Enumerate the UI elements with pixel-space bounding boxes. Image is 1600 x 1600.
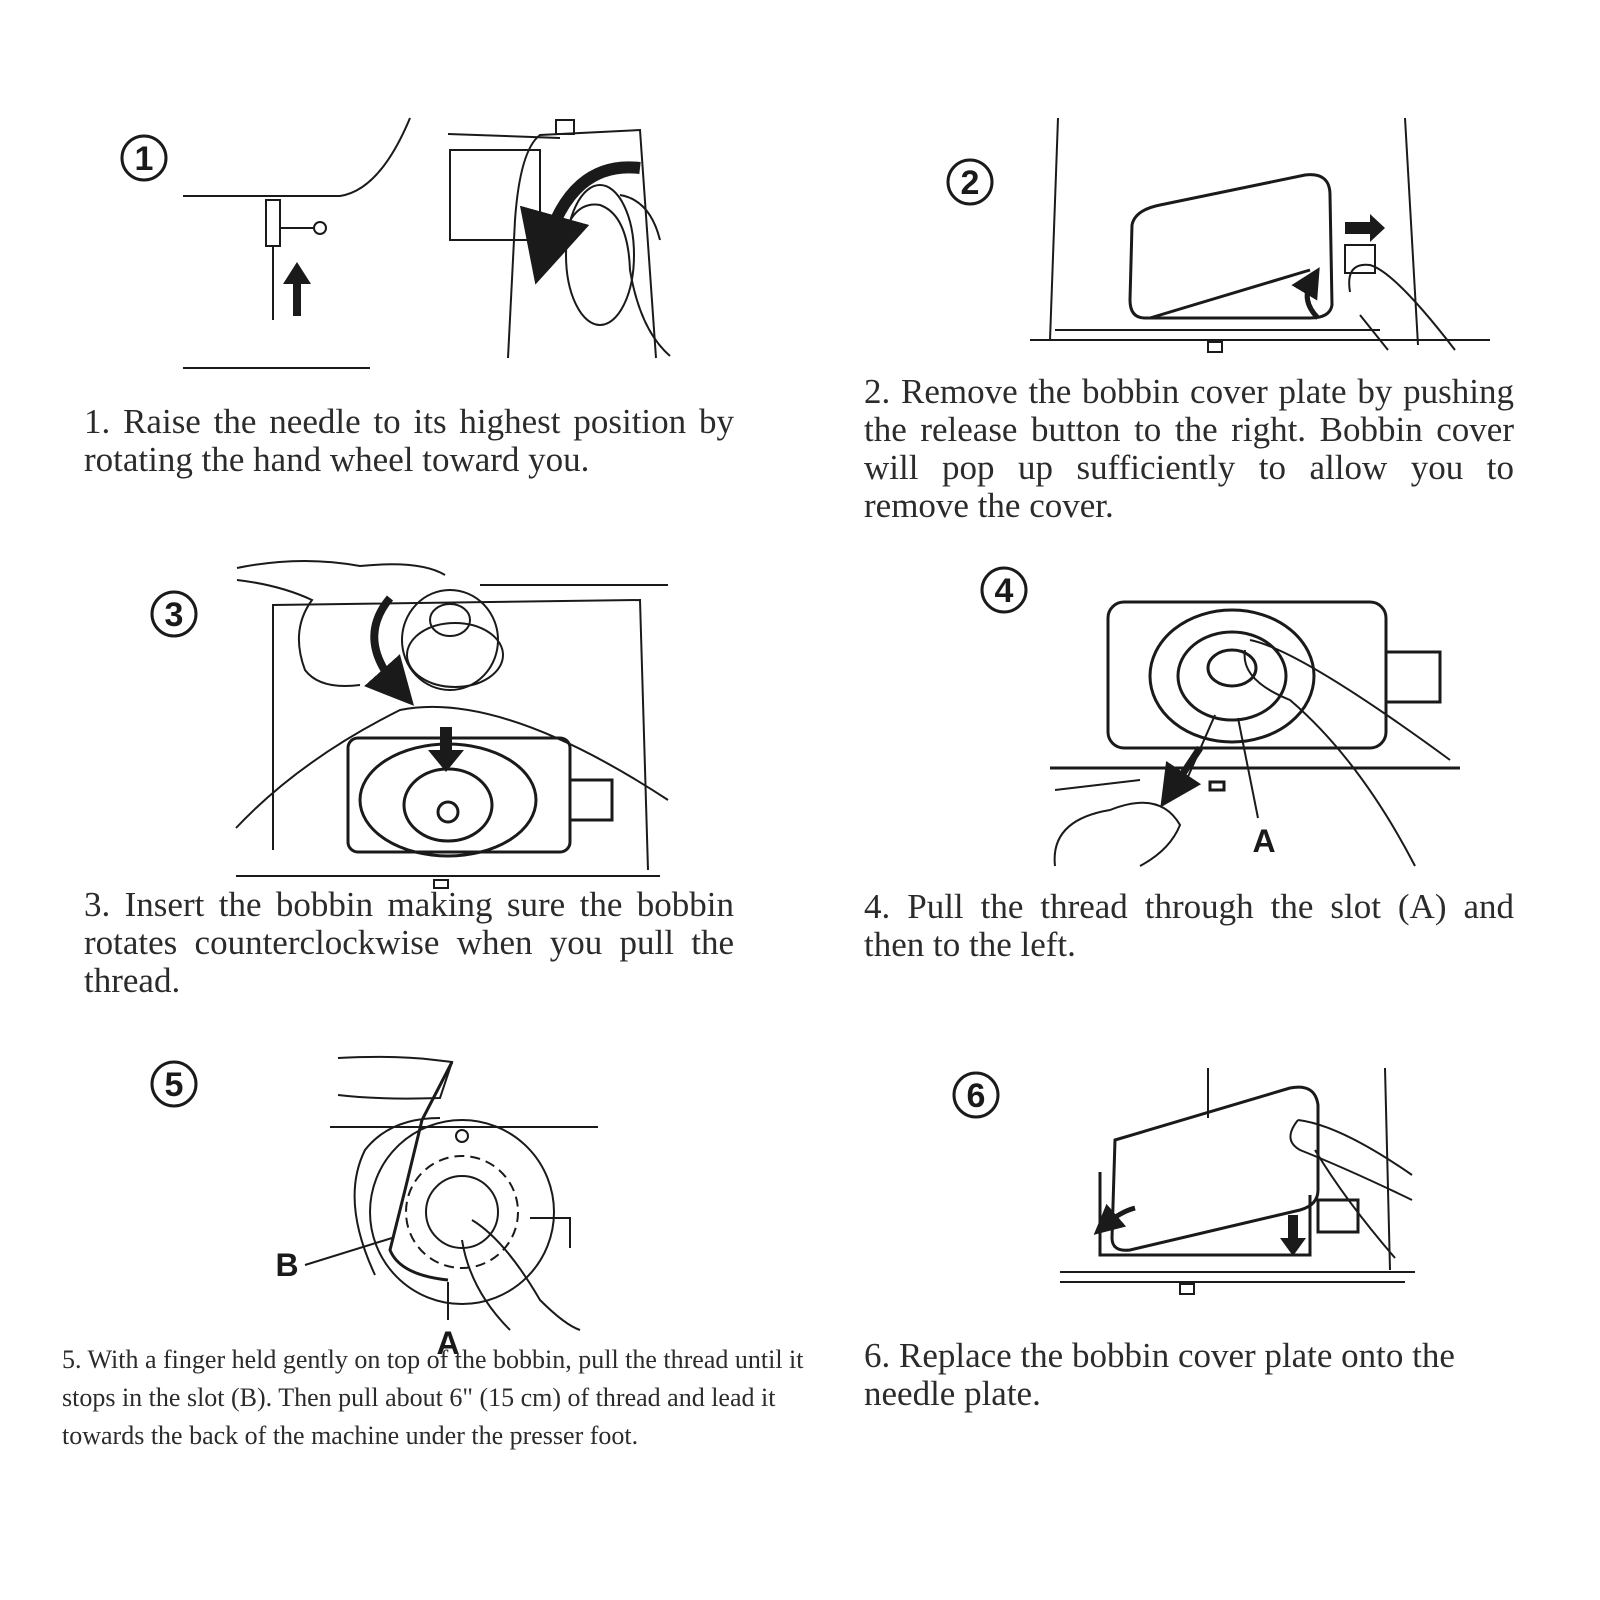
- step-3-number-badge: 3: [150, 590, 198, 638]
- step-2-caption: 2. Remove the bobbin cover plate by push…: [864, 372, 1514, 525]
- bobbin-drawing: [353, 1117, 571, 1305]
- step-6-caption: 6. Replace the bobbin cover plate onto t…: [864, 1336, 1455, 1413]
- finger-drawing: [337, 1055, 581, 1331]
- bobbin-cover-plate-drawing: [1098, 1085, 1360, 1257]
- arrow-up-icon: [283, 262, 311, 316]
- arrow-right-icon: [1345, 214, 1385, 242]
- step-5-caption: 5. With a finger held gently on top of t…: [62, 1345, 804, 1450]
- step-2-illustration: 2: [946, 117, 1490, 353]
- thread-drawing: [388, 1061, 454, 1282]
- step-1-caption: 1. Raise the needle to its highest posit…: [84, 402, 734, 479]
- arrow-down-icon: [428, 727, 464, 772]
- bobbin-cover-plate-drawing: [1128, 173, 1334, 320]
- slot-b-leader: [304, 1237, 393, 1266]
- bobbin-case-drawing: [1050, 600, 1460, 792]
- finger-drawing: [1053, 639, 1451, 867]
- step-5-illustration: 5 B A: [150, 1055, 598, 1361]
- step-4-illustration: 4 A: [980, 566, 1460, 867]
- curved-arrow-left-icon: [1093, 1203, 1136, 1235]
- arrow-down-icon: [1280, 1215, 1306, 1256]
- step-2-number-badge: 2: [946, 158, 994, 206]
- step-3-caption: 3. Insert the bobbin making sure the bob…: [84, 885, 734, 1000]
- step-1-number: 1: [135, 140, 154, 178]
- slot-a-leader: [1237, 717, 1259, 819]
- needle-plate-drawing: [236, 584, 668, 889]
- step-1-number-badge: 1: [120, 134, 168, 182]
- hand-drawing: [235, 560, 669, 829]
- step-6-illustration: 6: [952, 1067, 1415, 1295]
- slot-b-label: B: [275, 1247, 298, 1283]
- arrow-down-left-icon: [1160, 746, 1203, 808]
- hand-wheel-drawing: [447, 119, 671, 359]
- step-4-caption: 4. Pull the thread through the slot (A) …: [864, 887, 1514, 964]
- needle-plate-drawing: [1030, 117, 1490, 353]
- step-4-number-badge: 4: [980, 566, 1028, 614]
- step-6-number-badge: 6: [952, 1071, 1000, 1119]
- step-3-number: 3: [165, 596, 184, 634]
- slot-a-label: A: [1252, 823, 1275, 859]
- step-4-number: 4: [995, 572, 1014, 610]
- finger-drawing: [1289, 1119, 1413, 1259]
- step-2-number: 2: [961, 164, 980, 202]
- step-3-illustration: 3: [150, 560, 669, 889]
- rotate-ccw-arrow-icon: [364, 595, 415, 706]
- bobbin-case-drawing: [346, 736, 614, 858]
- step-5-number: 5: [165, 1066, 184, 1104]
- step-5-number-badge: 5: [150, 1060, 198, 1108]
- rotate-arrow-icon: [519, 161, 641, 285]
- slot-a-label: A: [436, 1325, 459, 1361]
- finger-drawing: [1344, 244, 1456, 351]
- bobbin-drawing: [401, 589, 504, 691]
- machine-head-drawing: [183, 117, 411, 369]
- step-6-number: 6: [967, 1077, 986, 1115]
- step-1-illustration: 1: [120, 117, 671, 369]
- needle-plate-drawing: [1060, 1067, 1415, 1295]
- curved-arrow-up-icon: [1291, 267, 1320, 320]
